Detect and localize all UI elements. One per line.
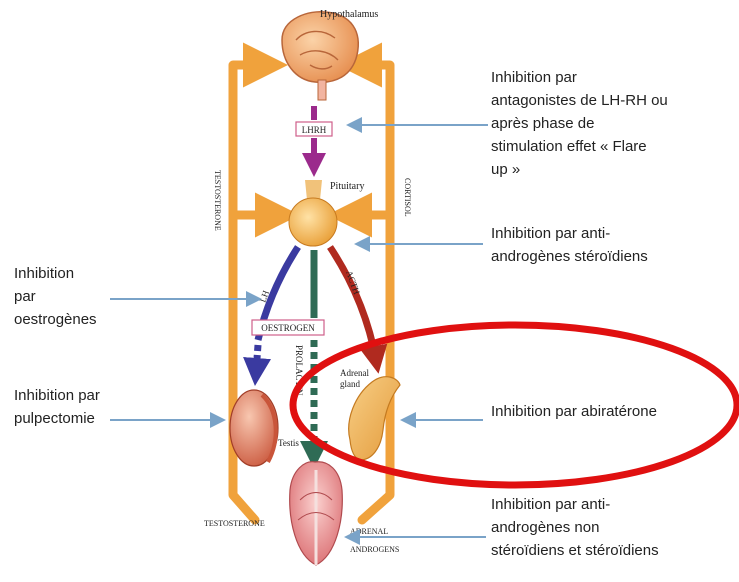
cortisol-feedback-label: CORTISOL	[403, 178, 412, 217]
adrenal-androgens-label-2: ANDROGENS	[350, 545, 399, 554]
hypothalamus	[282, 12, 358, 100]
testosterone-product-label: TESTOSTERONE	[204, 519, 265, 528]
lhrh-inhibition-line: après phase de	[491, 112, 731, 135]
nonsteroidal-antiandrogen-line: Inhibition par anti-	[491, 493, 731, 516]
lh-dashed-arrow	[256, 345, 258, 372]
lhrh-inhibition-line: up »	[491, 158, 731, 181]
oestrogen-inhibition-line: par	[14, 285, 114, 308]
abiraterone-text: Inhibition par abiratérone	[491, 400, 731, 423]
testosterone-feedback-label: TESTOSTERONE	[213, 170, 222, 231]
oestrogen-inhibition-line: Inhibition	[14, 262, 114, 285]
oestrogen-inhibition-line: oestrogènes	[14, 308, 114, 331]
adrenal-gland-label-2: gland	[340, 379, 360, 389]
nonsteroidal-antiandrogen-line: androgènes non	[491, 516, 731, 539]
pulpectomy-inhibition-line: pulpectomie	[14, 407, 134, 430]
steroidal-antiandrogen-text: Inhibition par anti- androgènes stéroïdi…	[491, 222, 731, 268]
lhrh-inhibition-text: Inhibition par antagonistes de LH-RH ou …	[491, 66, 731, 181]
hypothalamus-label: Hypothalamus	[320, 9, 378, 20]
nonsteroidal-antiandrogen-line: stéroïdiens et stéroïdiens	[491, 539, 731, 562]
oestrogen-inhibition-text: Inhibition par oestrogènes	[14, 262, 114, 331]
adrenal-androgens-label-1: ADRENAL	[350, 527, 388, 536]
lhrh-inhibition-line: Inhibition par	[491, 66, 731, 89]
oestrogen-label: OESTROGEN	[261, 323, 315, 333]
prostate	[290, 462, 343, 565]
testis-label: Testis	[278, 438, 299, 448]
testis	[230, 390, 278, 466]
pulpectomy-inhibition-text: Inhibition par pulpectomie	[14, 384, 134, 430]
nonsteroidal-antiandrogen-text: Inhibition par anti- androgènes non stér…	[491, 493, 731, 562]
steroidal-antiandrogen-line: Inhibition par anti-	[491, 222, 731, 245]
pituitary-label: Pituitary	[330, 181, 364, 192]
lhrh-inhibition-line: stimulation effet « Flare	[491, 135, 731, 158]
adrenal-gland-label-1: Adrenal	[340, 368, 369, 378]
lhrh-label: LHRH	[302, 125, 327, 135]
steroidal-antiandrogen-line: androgènes stéroïdiens	[491, 245, 731, 268]
pulpectomy-inhibition-line: Inhibition par	[14, 384, 134, 407]
lhrh-inhibition-line: antagonistes de LH-RH ou	[491, 89, 731, 112]
